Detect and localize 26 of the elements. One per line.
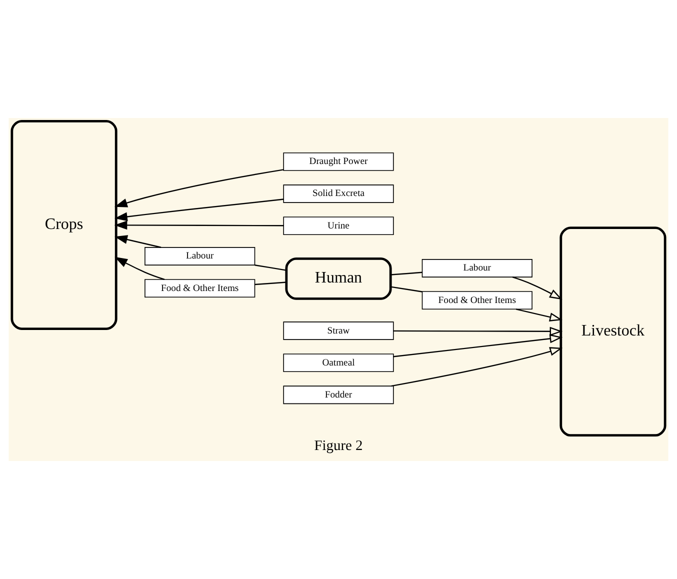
node-box: Human	[285, 257, 392, 300]
caption: Figure 2	[314, 438, 363, 454]
arrow	[393, 334, 563, 358]
arrow	[114, 169, 284, 208]
arrow	[114, 220, 284, 230]
arrow	[391, 347, 563, 387]
node-box: Straw	[283, 322, 394, 340]
node-box: Food & Other Items	[422, 291, 532, 310]
connector	[390, 286, 422, 292]
node-box: Urine	[283, 216, 394, 235]
connector	[254, 264, 286, 271]
arrow	[114, 198, 284, 222]
node-box: Fodder	[283, 386, 394, 404]
node-box: Oatmeal	[283, 354, 394, 372]
node-box: Labour	[144, 247, 256, 266]
connector	[254, 282, 286, 286]
arrow	[516, 308, 562, 322]
node-box: Food & Other Items	[144, 279, 256, 298]
node-box: Draught Power	[283, 152, 394, 171]
node-box: Labour	[422, 259, 532, 278]
connector	[390, 272, 422, 276]
node-box: Livestock	[560, 226, 666, 437]
arrow	[114, 235, 162, 248]
node-box: Crops	[10, 120, 118, 330]
node-box: Solid Excreta	[283, 184, 394, 203]
arrow	[394, 326, 563, 336]
